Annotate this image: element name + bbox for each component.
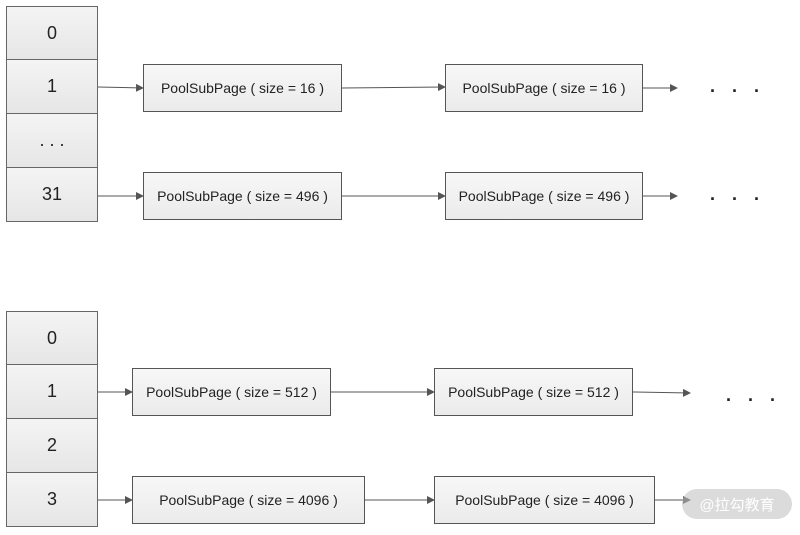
top-list-2-node-1: PoolSubPage ( size = 496 ) <box>143 172 342 220</box>
bottom-array-cell-0: 0 <box>6 311 98 365</box>
top-array-cell-0: 0 <box>6 6 98 60</box>
top-array-cell-ellipsis: . . . <box>6 114 98 168</box>
bottom-array-cell-2: 2 <box>6 419 98 473</box>
bottom-list-2-node-1: PoolSubPage ( size = 4096 ) <box>132 476 365 524</box>
bottom-array-cell-3: 3 <box>6 473 98 527</box>
top-list-2-more: . . . <box>710 184 766 204</box>
bottom-list-2-node-2: PoolSubPage ( size = 4096 ) <box>434 476 655 524</box>
bottom-list-1-node-2: PoolSubPage ( size = 512 ) <box>434 368 633 416</box>
bottom-list-1-node-1: PoolSubPage ( size = 512 ) <box>132 368 331 416</box>
arrow-bot1-c <box>632 388 691 397</box>
watermark-badge: @拉勾教育 <box>682 489 792 519</box>
top-list-1-more: . . . <box>710 76 766 96</box>
top-array-cell-1: 1 <box>6 60 98 114</box>
bottom-array-cell-1: 1 <box>6 365 98 419</box>
arrow-top1-b <box>341 83 446 92</box>
arrow-top1-a <box>97 83 144 92</box>
top-array-cell-31: 31 <box>6 168 98 222</box>
bottom-list-1-more: . . . <box>726 385 782 405</box>
top-list-1-node-2: PoolSubPage ( size = 16 ) <box>445 64 643 112</box>
top-list-2-node-2: PoolSubPage ( size = 496 ) <box>445 172 643 220</box>
